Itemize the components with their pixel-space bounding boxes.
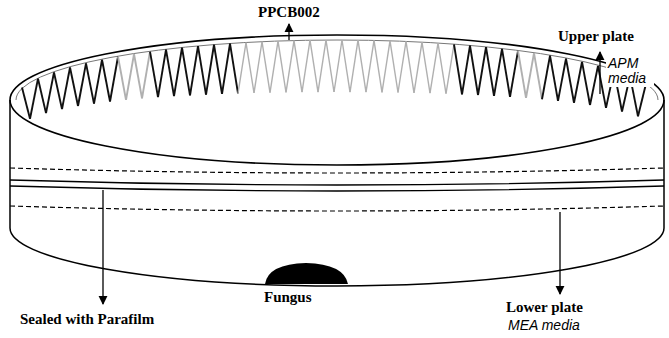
streak-stroke	[230, 44, 238, 94]
streak-stroke	[366, 40, 374, 92]
streak-stroke	[598, 66, 606, 108]
streak-stroke	[398, 41, 406, 92]
streak-stroke	[46, 72, 54, 113]
streak-stroke	[558, 59, 566, 101]
plate-bottom	[10, 228, 664, 286]
bacterial-streak	[22, 40, 646, 119]
streak-stroke	[318, 40, 326, 92]
streak-stroke	[486, 47, 494, 96]
streak-stroke	[526, 53, 534, 98]
streak-stroke	[446, 44, 454, 93]
leader-arrow	[102, 190, 103, 304]
streak-stroke	[414, 42, 422, 93]
streak-stroke	[294, 41, 302, 93]
part-label: Upper plate	[556, 28, 636, 45]
streak-stroke	[190, 46, 198, 95]
streak-stroke	[182, 48, 190, 96]
streak-stroke	[574, 62, 582, 103]
streak-stroke	[262, 42, 270, 93]
leader-arrow	[599, 52, 600, 94]
streak-stroke	[422, 42, 430, 93]
streak-stroke	[198, 46, 206, 94]
streak-stroke	[462, 46, 470, 95]
streak-stroke	[118, 57, 126, 100]
streak-stroke	[78, 63, 86, 106]
parafilm-seal	[10, 186, 664, 191]
streak-stroke	[494, 49, 502, 96]
streak-stroke	[502, 49, 510, 97]
streak-stroke	[302, 40, 310, 92]
lower-plate-edge	[10, 206, 664, 211]
streak-stroke	[382, 41, 390, 92]
streak-stroke	[518, 51, 526, 98]
streak-stroke	[254, 42, 262, 93]
streak-stroke	[70, 67, 78, 106]
streak-stroke	[22, 88, 30, 119]
streak-stroke	[430, 43, 438, 93]
strain-label: PPCB002	[256, 4, 322, 21]
streak-stroke	[102, 60, 110, 102]
streak-stroke	[334, 40, 342, 92]
streak-stroke	[54, 72, 62, 109]
streak-stroke	[158, 50, 166, 98]
leader-arrow	[288, 24, 289, 40]
streak-stroke	[350, 40, 358, 92]
streak-stroke	[454, 44, 462, 94]
streak-stroke	[566, 59, 574, 103]
upper-plate-edge	[10, 168, 664, 173]
fungus-colony	[265, 263, 348, 284]
streak-stroke	[110, 57, 118, 102]
upper-plate-rim	[10, 35, 664, 165]
media-label: MEA media	[506, 318, 582, 333]
streak-stroke	[270, 41, 278, 93]
media-label: APM media	[606, 56, 654, 87]
streak-stroke	[222, 44, 230, 94]
streak-stroke	[86, 63, 94, 103]
streak-stroke	[478, 47, 486, 95]
streak-stroke	[30, 79, 38, 119]
streak-stroke	[374, 40, 382, 92]
part-label: Sealed with Parafilm	[18, 311, 156, 328]
streak-stroke	[390, 41, 398, 93]
streak-stroke	[214, 45, 222, 94]
part-label: Fungus	[262, 289, 314, 306]
streak-stroke	[174, 48, 182, 96]
plate-wall	[9, 100, 11, 228]
streak-stroke	[126, 54, 134, 100]
plate-wall	[663, 100, 665, 228]
streak-stroke	[246, 43, 254, 93]
streak-stroke	[582, 62, 590, 105]
streak-stroke	[438, 43, 446, 94]
streak-stroke	[406, 41, 414, 92]
streak-stroke	[358, 40, 366, 92]
streak-stroke	[542, 56, 550, 100]
streak-stroke	[470, 46, 478, 95]
streak-stroke	[510, 51, 518, 97]
streak-stroke	[94, 60, 102, 104]
streak-stroke	[166, 50, 174, 97]
streak-stroke	[326, 40, 334, 92]
streak-stroke	[310, 40, 318, 92]
streak-stroke	[342, 40, 350, 92]
streak-stroke	[62, 67, 70, 109]
streak-stroke	[38, 79, 46, 113]
part-label: Lower plate	[504, 299, 585, 316]
streak-stroke	[590, 66, 598, 105]
streak-stroke	[286, 41, 294, 93]
streak-stroke	[550, 56, 558, 101]
streak-stroke	[638, 84, 646, 117]
streak-stroke	[534, 53, 542, 99]
parafilm-seal	[10, 180, 664, 185]
streak-stroke	[134, 54, 142, 98]
streak-stroke	[206, 45, 214, 95]
streak-stroke	[150, 52, 158, 98]
streak-stroke	[238, 43, 246, 94]
streak-stroke	[142, 52, 150, 99]
leader-arrow	[559, 212, 560, 294]
streak-stroke	[278, 41, 286, 92]
